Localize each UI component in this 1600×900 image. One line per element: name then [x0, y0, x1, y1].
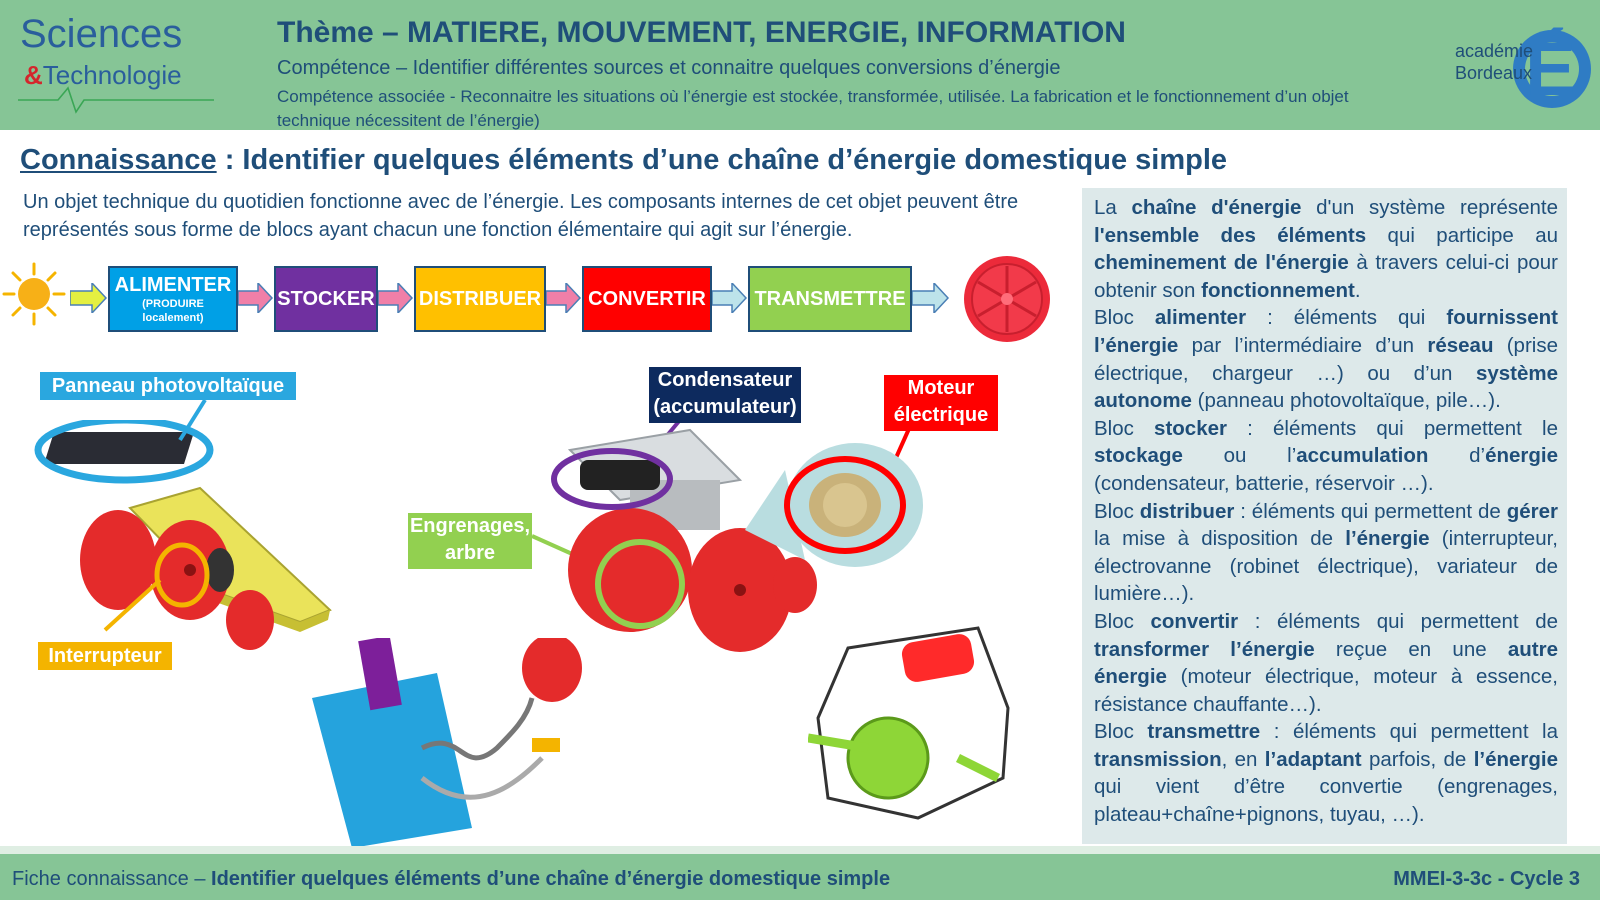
theme-title: Thème – MATIERE, MOUVEMENT, ENERGIE, INF… — [277, 16, 1126, 49]
sun-icon — [2, 262, 66, 326]
block-convertir: CONVERTIR — [582, 266, 712, 332]
logo-pulse-icon — [18, 86, 214, 114]
block-alimenter: ALIMENTER (PRODUIRE localement) — [108, 266, 238, 332]
knowledge-title: Connaissance : Identifier quelques éléme… — [20, 144, 1228, 176]
definition-panel — [1082, 188, 1567, 844]
footer-code: MMEI-3-3c - Cycle 3 — [1393, 868, 1580, 890]
arrow-distribuer-to-convertir-icon — [546, 283, 582, 313]
academie-letter: É — [1525, 27, 1576, 112]
arrow-transmettre-to-wheel-icon — [912, 283, 950, 313]
header-banner — [0, 0, 1600, 130]
block-transmettre: TRANSMETTRE — [748, 266, 912, 332]
competence-text: Compétence – Identifier différentes sour… — [277, 57, 1061, 79]
tag-condensateur: Condensateur (accumulateur) — [649, 367, 801, 423]
def-stocker-paragraph: Bloc stocker : éléments qui permettent l… — [1094, 416, 1558, 495]
def-chain-paragraph: La chaîne d'énergie d'un système représe… — [1094, 196, 1558, 302]
def-distribuer-paragraph: Bloc distribuer : éléments qui permetten… — [1094, 499, 1558, 606]
tag-interrupteur: Interrupteur — [38, 642, 172, 670]
def-transmettre-paragraph: Bloc transmettre : éléments qui permette… — [1094, 720, 1558, 827]
condensateur-ring-icon — [551, 448, 673, 510]
competence-associee-text: Compétence associée - Reconnaitre les si… — [277, 87, 1349, 130]
tag-engrenages-arbre: Engrenages, arbre — [408, 513, 532, 569]
logo-sciences-text: Sciences — [20, 12, 183, 56]
circuit-board-illustration — [312, 638, 582, 848]
intro-paragraph: Un objet technique du quotidien fonction… — [23, 191, 1019, 241]
interrupteur-ring-icon — [154, 542, 210, 608]
block-stocker: STOCKER — [274, 266, 378, 332]
engrenages-ring-icon — [595, 539, 685, 629]
def-alimenter-paragraph: Bloc alimenter : éléments qui fournissen… — [1094, 306, 1559, 413]
arrow-sun-to-alimenter-icon — [70, 283, 108, 313]
logo-technologie-text: &Technologie — [24, 60, 182, 90]
tag-moteur-electrique: Moteur électrique — [884, 375, 998, 431]
motor-callout-icon — [745, 443, 923, 567]
solar-panel-icon — [34, 420, 214, 484]
block-distribuer: DISTRIBUER — [414, 266, 546, 332]
tag-panneau-photovoltaique: Panneau photovoltaïque — [40, 372, 296, 400]
arrow-stocker-to-distribuer-icon — [378, 283, 414, 313]
gearbox-illustration — [808, 626, 1010, 820]
solar-car-center-illustration — [567, 428, 817, 652]
arrow-alimenter-to-stocker-icon — [238, 283, 274, 313]
red-wheel-icon — [964, 256, 1050, 342]
sciences-technologie-logo: Sciences &Technologie — [14, 8, 224, 118]
footer-title: Fiche connaissance – Identifier quelques… — [12, 868, 891, 890]
definition-text: La chaîne d'énergie d'un système représe… — [1094, 194, 1558, 829]
arrow-convertir-to-transmettre-icon — [712, 283, 748, 313]
footer-separator — [0, 846, 1600, 854]
footer-banner — [0, 854, 1600, 900]
def-convertir-paragraph: Bloc convertir : éléments qui permettent… — [1094, 609, 1558, 716]
solar-car-illustration — [80, 486, 332, 650]
